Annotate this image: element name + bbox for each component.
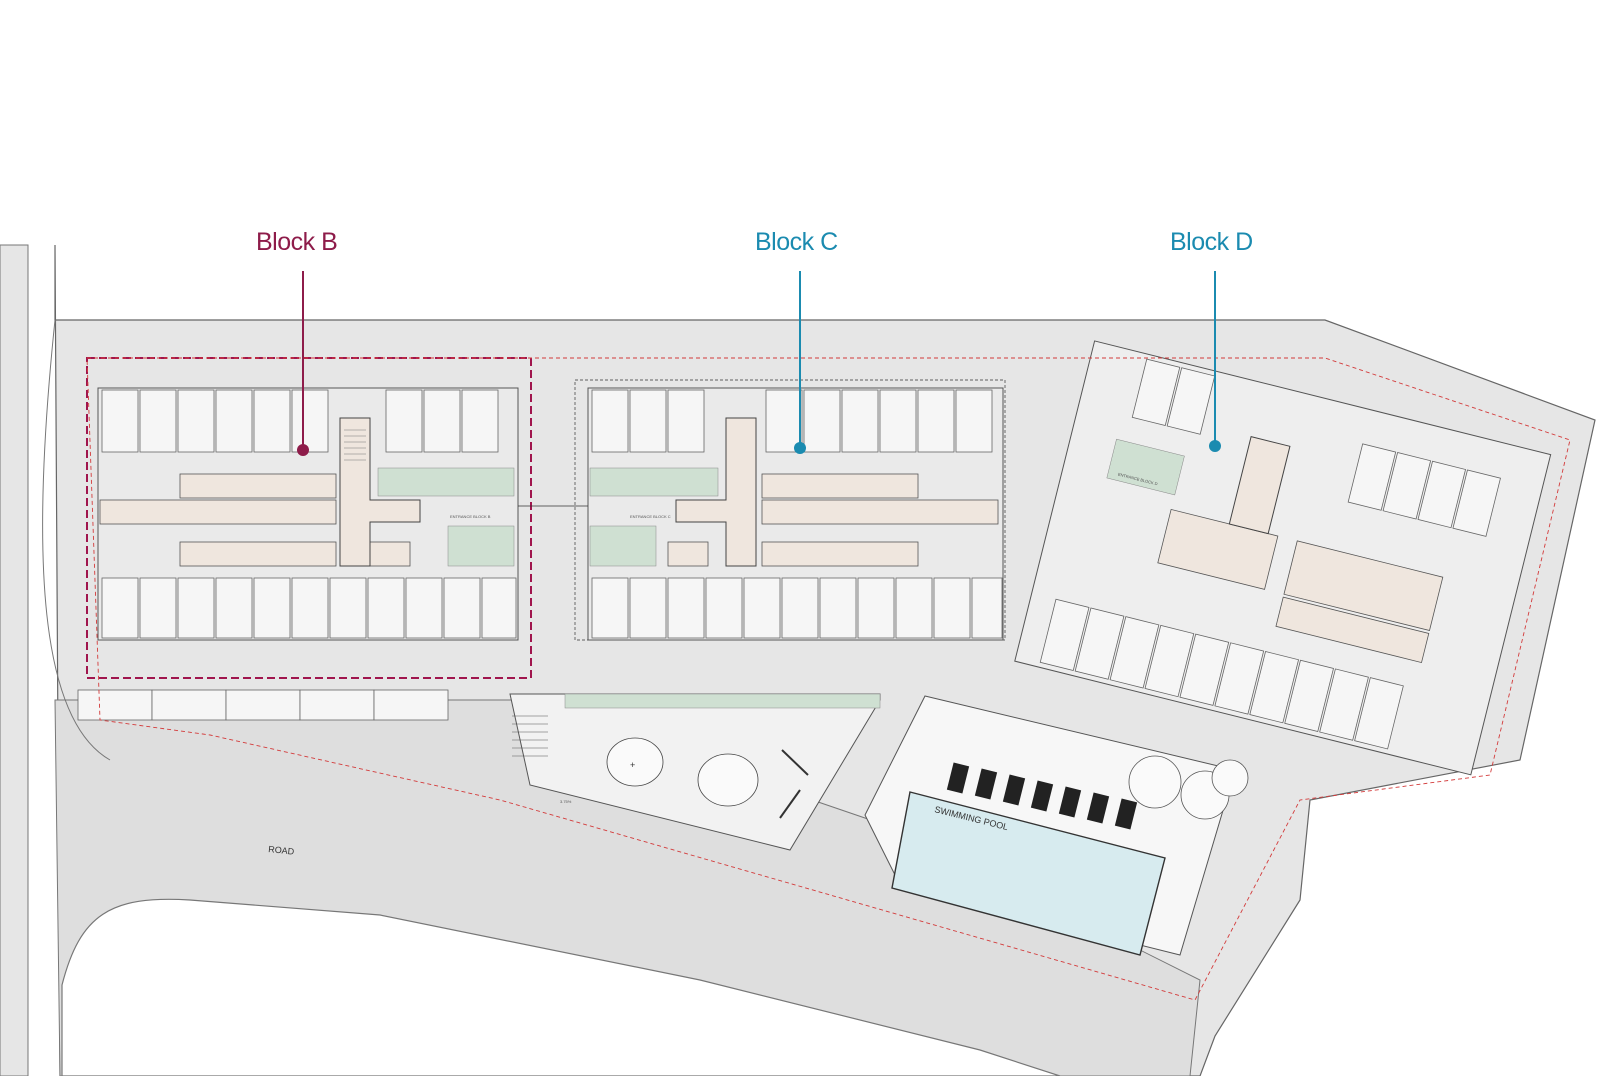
- block-d-storage: [1157, 508, 1444, 664]
- block-b-callout: Block B: [256, 228, 338, 456]
- block-b-marker: [297, 444, 309, 456]
- block-b-garden-1: [377, 467, 515, 497]
- block-c-core: [675, 417, 757, 567]
- site-boundary: [86, 357, 1571, 1001]
- block-b-stair: [344, 429, 366, 461]
- lawn-area: [61, 898, 1061, 1076]
- pool-area: SWIMMING POOL: [864, 695, 1249, 956]
- play-mound-2: [697, 753, 759, 807]
- block-c-callout: Block C: [755, 228, 839, 454]
- block-d-core: [1228, 436, 1291, 535]
- slope-label: 3.75%: [560, 799, 572, 804]
- block-b-boundary: [86, 357, 532, 679]
- block-b-garden-2: [447, 525, 515, 567]
- stairs-icon: [512, 715, 548, 757]
- road-label: ROAD: [268, 844, 295, 857]
- block-d-bottom-parking: [1039, 598, 1404, 750]
- block-c-garden-1: [589, 467, 719, 497]
- block-b-top-parking: [101, 389, 499, 453]
- block-c-top-parking: [591, 389, 993, 453]
- block-d-label: Block D: [1170, 228, 1253, 256]
- block-c-garden-2: [589, 525, 657, 567]
- block-c-label: Block C: [755, 228, 838, 256]
- slide-icon: [779, 749, 809, 819]
- road-curve: [42, 319, 111, 761]
- playground: + 3.75%: [509, 693, 881, 851]
- sun-loungers: [946, 762, 1138, 830]
- cross-icon: +: [630, 760, 635, 770]
- block-b-label: Block B: [256, 228, 337, 256]
- left-road: [0, 244, 29, 1076]
- block-c-bottom-parking: [591, 577, 1003, 639]
- block-d-footprint: ENTRANCE BLOCK D: [1014, 340, 1552, 776]
- entrance-block-c: ENTRANCE BLOCK C: [630, 514, 671, 519]
- block-b-footprint: ENTRANCE BLOCK B: [86, 357, 532, 679]
- block-d-garden: [1106, 438, 1185, 496]
- entrance-block-b: ENTRANCE BLOCK B: [450, 514, 491, 519]
- block-c-footprint: ENTRANCE BLOCK C: [518, 379, 1006, 641]
- trees: [1128, 755, 1249, 820]
- play-mound-1: [606, 737, 664, 787]
- block-b-core: [339, 417, 421, 567]
- swimming-pool: [891, 791, 1166, 956]
- block-d-callout: Block D: [1170, 228, 1253, 452]
- lower-parking-strip: [77, 689, 449, 721]
- block-c-marker: [794, 442, 806, 454]
- block-c-storage-rows: [667, 473, 999, 567]
- block-d-top-parking: [1131, 358, 1501, 537]
- block-b-storage-rows: [99, 473, 411, 567]
- block-b-bottom-parking: [101, 577, 517, 639]
- block-d-marker: [1209, 440, 1221, 452]
